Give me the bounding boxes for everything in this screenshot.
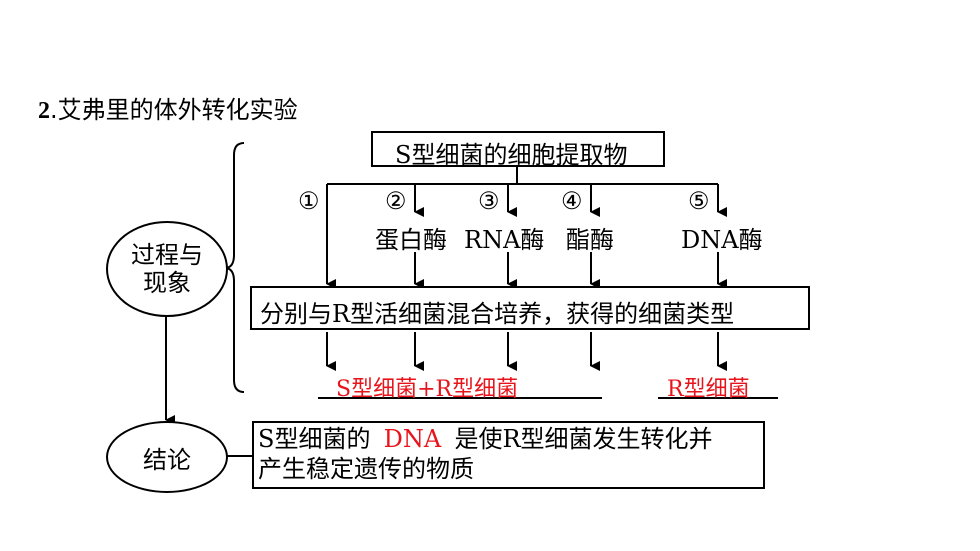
page-title: 2.艾弗里的体外转化实验 — [38, 96, 298, 124]
answer-dna: DNA — [383, 425, 442, 453]
process-label: 过程与 现象 — [131, 241, 203, 297]
conclusion-label: 结论 — [143, 445, 191, 474]
extract-label: S型细菌的细胞提取物 — [395, 141, 628, 169]
result-right: R型细菌 — [667, 377, 750, 402]
result-left: S型细菌+R型细菌 — [336, 377, 519, 402]
conclusion-ellipse: 结论 — [106, 421, 228, 493]
branch-num-5: ⑤ — [688, 187, 710, 215]
enzyme-rnase: RNA酶 — [464, 226, 545, 254]
enzyme-esterase: 酯酶 — [566, 226, 614, 254]
branch-num-3: ③ — [478, 187, 500, 215]
extract-box: S型细菌的细胞提取物 — [371, 131, 665, 169]
curly-brace — [225, 142, 245, 393]
culture-label: 分别与R型活细菌混合培养，获得的细菌类型 — [260, 300, 735, 328]
branch-num-1: ① — [298, 187, 320, 215]
enzyme-protease: 蛋白酶 — [375, 226, 447, 254]
process-ellipse: 过程与 现象 — [106, 221, 228, 317]
branch-num-2: ② — [385, 187, 407, 215]
branch-num-4: ④ — [561, 187, 583, 215]
culture-box: 分别与R型活细菌混合培养，获得的细菌类型 — [250, 286, 810, 330]
conclusion-line-2: 产生稳定遗传的物质 — [258, 455, 474, 483]
enzyme-dnase: DNA酶 — [681, 226, 763, 254]
